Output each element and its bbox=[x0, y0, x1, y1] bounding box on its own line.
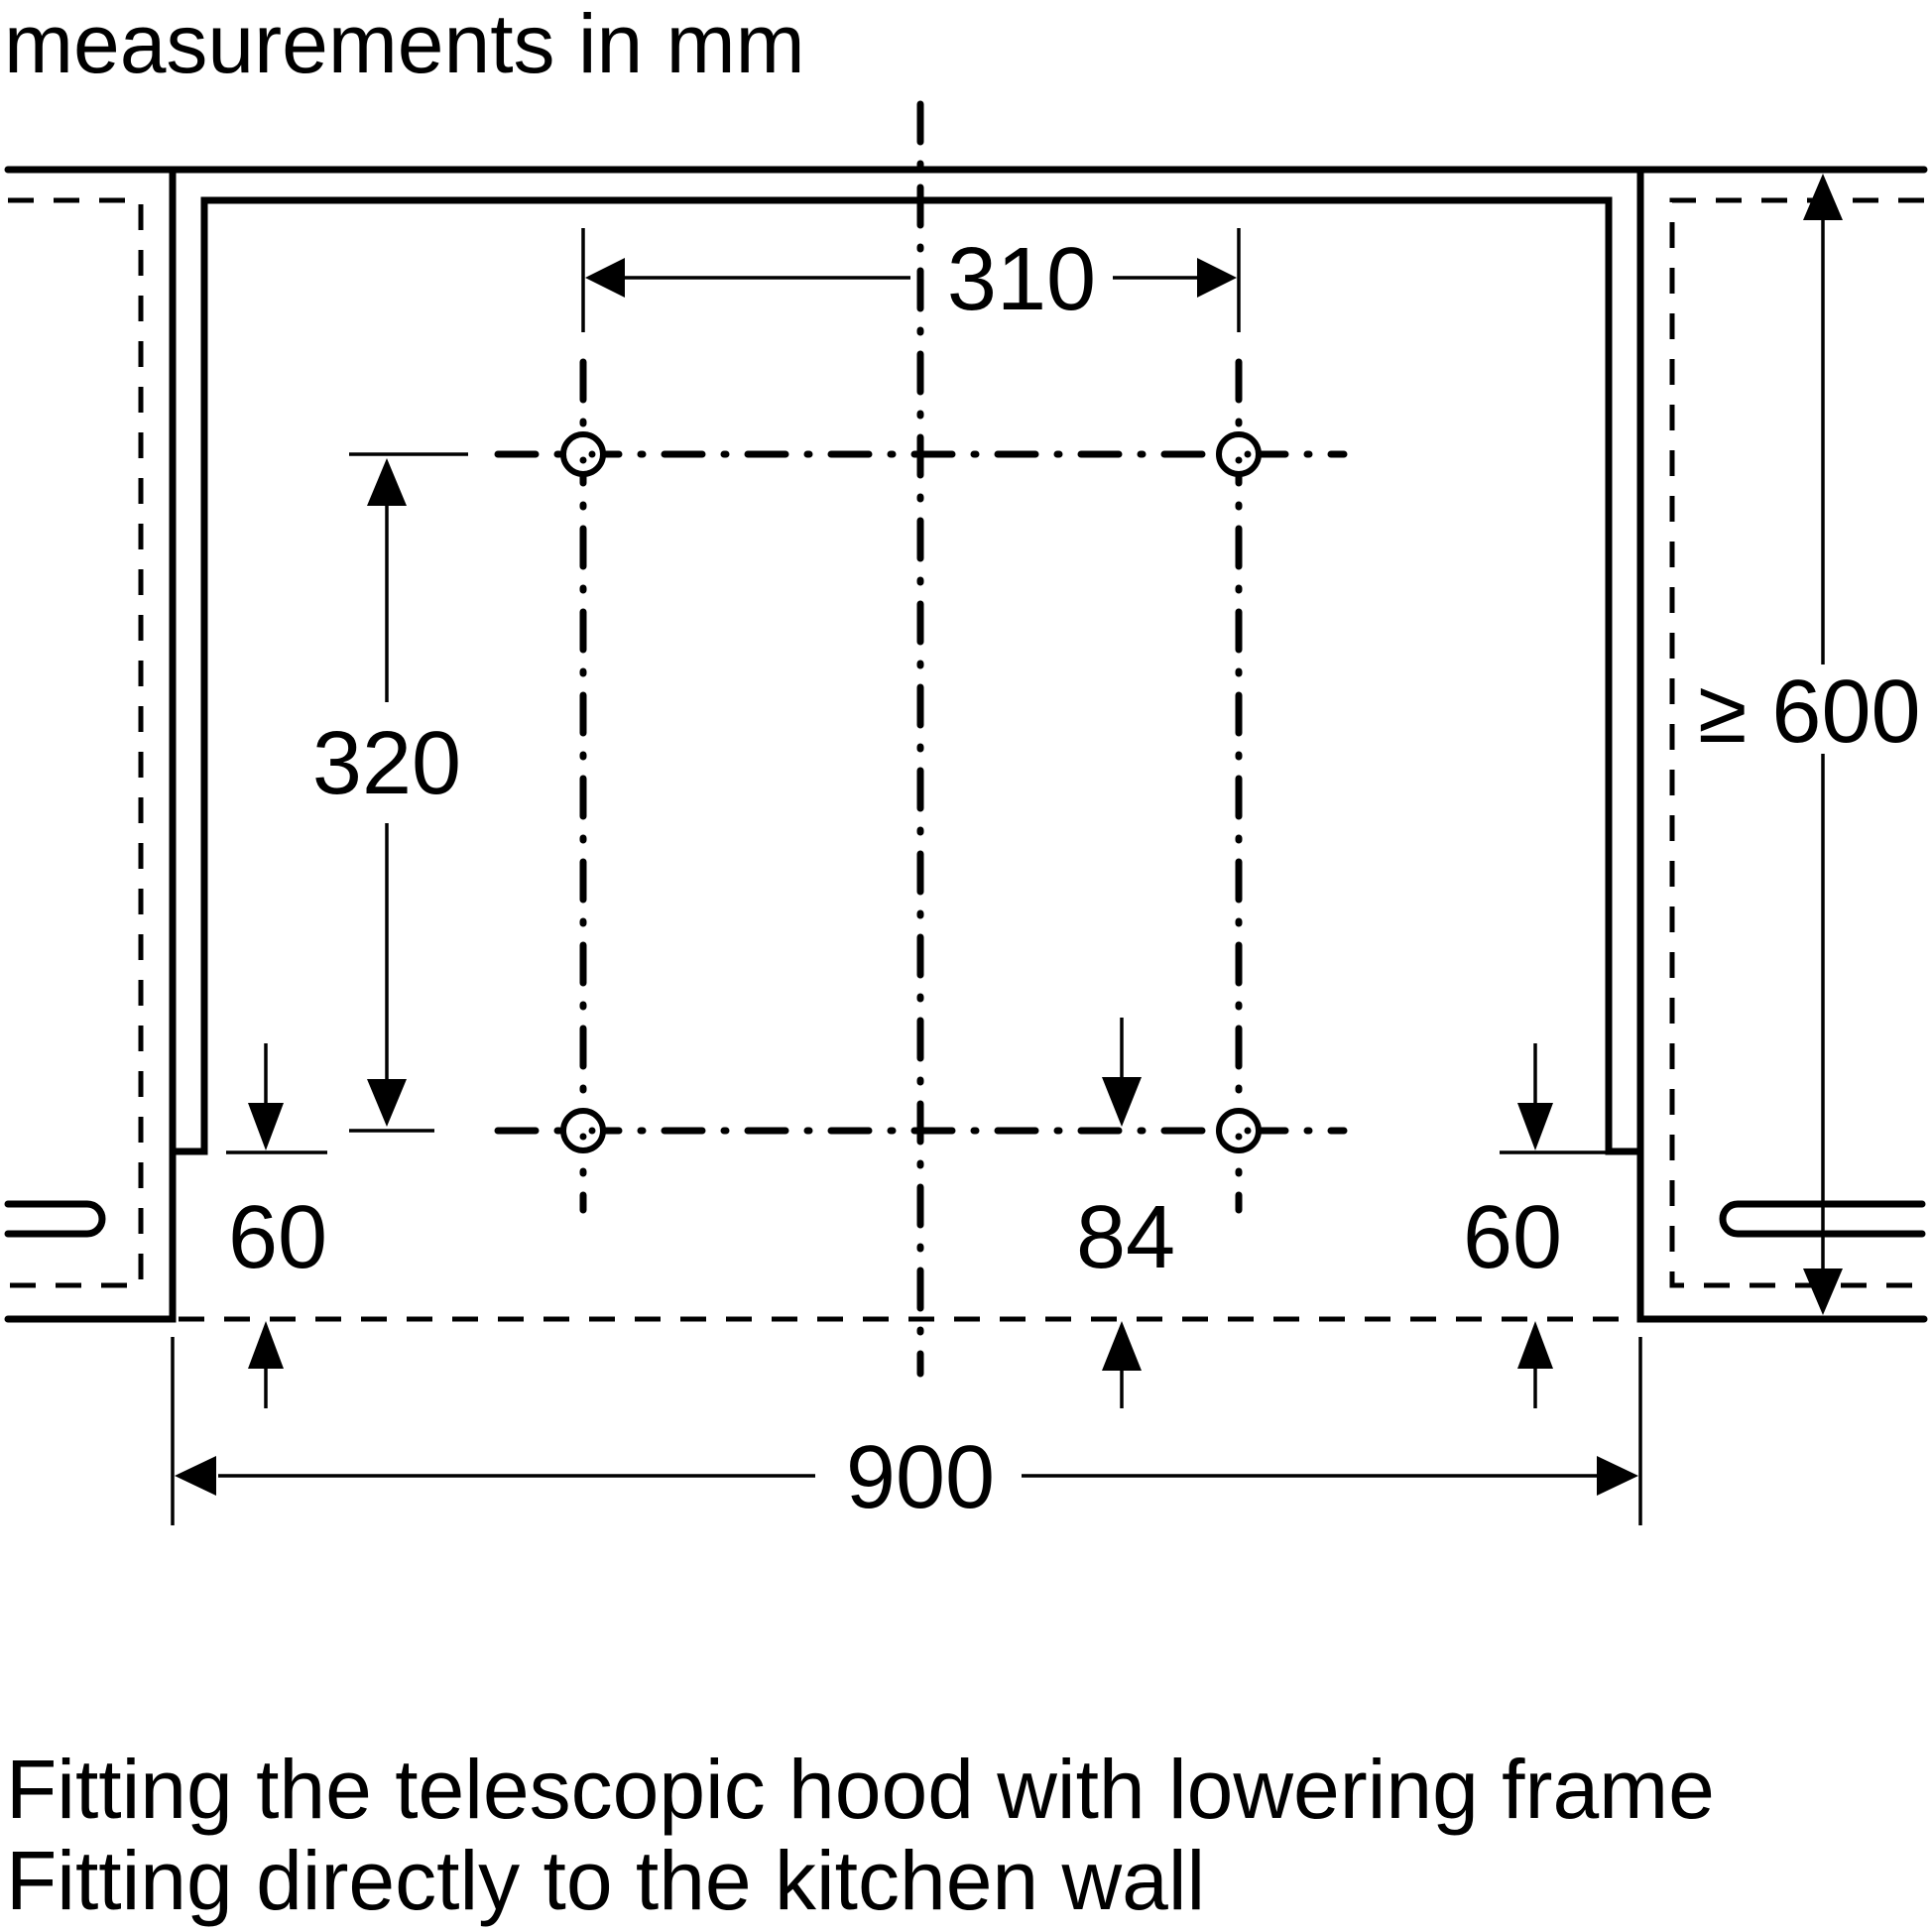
arrowhead-down bbox=[367, 1079, 407, 1127]
dimension-310: 310 bbox=[581, 228, 1241, 332]
dimension-label-left-60: 60 bbox=[228, 1188, 327, 1287]
drill-hole-icon bbox=[560, 431, 606, 477]
dimension-label-84: 84 bbox=[1076, 1188, 1175, 1287]
arrowhead-left bbox=[175, 1456, 216, 1496]
arrowhead-down bbox=[1517, 1103, 1553, 1150]
arrowhead-up bbox=[248, 1321, 284, 1369]
dimension-label-right-60: 60 bbox=[1463, 1188, 1562, 1287]
dimension-label-900: 900 bbox=[846, 1428, 995, 1527]
dimension-320: 320 bbox=[312, 452, 468, 1133]
dimension-900: 900 bbox=[171, 1337, 1642, 1527]
caption-line-1: Fitting the telescopic hood with lowerin… bbox=[6, 1743, 1715, 1836]
arrowhead-right bbox=[1197, 258, 1237, 298]
left-cabinet-handle bbox=[4, 1200, 106, 1238]
arrowhead-down bbox=[1803, 1268, 1843, 1315]
left-cabinet-wall bbox=[4, 166, 177, 1323]
dimension-right-60: 60 bbox=[1463, 1043, 1607, 1408]
measurements-unit-label: measurements in mm bbox=[4, 0, 805, 90]
drill-hole-icon bbox=[1216, 431, 1262, 477]
dimension-label-600: ≥ 600 bbox=[1698, 663, 1921, 762]
dimension-84: 84 bbox=[1076, 1018, 1175, 1408]
dimension-min-600: ≥ 600 bbox=[1698, 174, 1921, 1315]
lowering-frame-outline bbox=[169, 196, 1644, 1155]
dimension-label-310: 310 bbox=[947, 230, 1096, 329]
right-cabinet-wall bbox=[1636, 166, 1928, 1323]
arrowhead-right bbox=[1597, 1456, 1638, 1496]
dimension-label-320: 320 bbox=[312, 714, 461, 813]
arrowhead-down bbox=[1102, 1077, 1142, 1127]
right-wall-cabinet-outline bbox=[1669, 197, 1924, 1288]
drill-hole-icon bbox=[1216, 1108, 1262, 1153]
arrowhead-left bbox=[585, 258, 625, 298]
arrowhead-up bbox=[1102, 1321, 1142, 1371]
right-cabinet-handle bbox=[1719, 1200, 1926, 1238]
left-wall-cabinet-outline bbox=[8, 197, 144, 1288]
dimension-left-60: 60 bbox=[226, 1043, 327, 1408]
arrowhead-up bbox=[367, 458, 407, 506]
caption-line-2: Fitting directly to the kitchen wall bbox=[6, 1834, 1206, 1927]
arrowhead-up bbox=[1517, 1321, 1553, 1369]
arrowhead-down bbox=[248, 1103, 284, 1150]
drill-hole-icon bbox=[560, 1108, 606, 1153]
arrowhead-up bbox=[1803, 174, 1843, 220]
